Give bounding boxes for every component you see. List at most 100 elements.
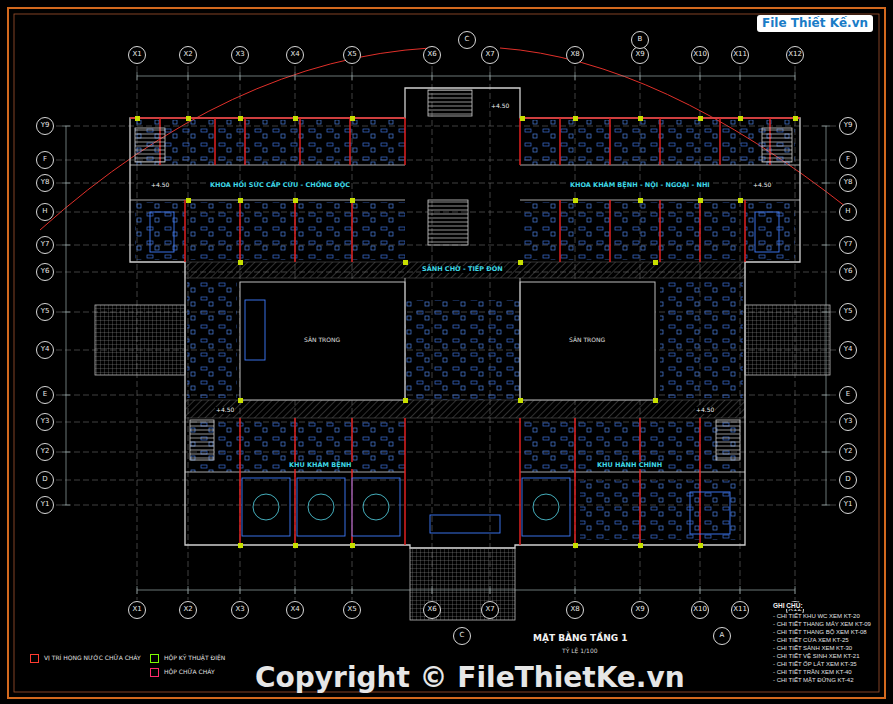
note-line: - CHI TIẾT TRẦN XEM KT-40 [772, 669, 853, 676]
courtyards [240, 282, 655, 400]
grid-bubble: X4 [286, 601, 304, 619]
note-line: - CHI TIẾT THANG MÁY XEM KT-09 [772, 621, 872, 628]
grid-bubble: Y6 [36, 263, 54, 281]
plan-drawing [137, 72, 795, 80]
plan-drawing [745, 202, 795, 260]
grid-bubble: X5 [343, 601, 361, 619]
grid-bubble: Y1 [839, 496, 857, 514]
grid-bubble: X7 [481, 601, 499, 619]
zone-label: KHU KHÁM BỆNH [288, 462, 353, 469]
grid-bubble: Y1 [36, 496, 54, 514]
grid-bubble: Y9 [839, 117, 857, 135]
section-marker: B [631, 31, 649, 49]
note-line: - CHI TIẾT KHU WC XEM KT-20 [772, 613, 861, 620]
zone-label: SẢNH CHỜ - TIẾP ĐÓN [421, 266, 504, 273]
red-walls [130, 118, 800, 545]
grid-bubble: E [839, 386, 857, 404]
zone-label: KHU HÀNH CHÍNH [596, 462, 663, 469]
sheet-frame [8, 8, 885, 698]
legend-swatch [150, 654, 159, 663]
plan-drawing [520, 202, 740, 260]
grid-bubble: H [839, 203, 857, 221]
plan-drawing [690, 492, 730, 534]
grid-bubble: X2 [179, 46, 197, 64]
plan-drawing [297, 478, 345, 536]
grid-bubble: X7 [481, 46, 499, 64]
grid-bubble: H [36, 203, 54, 221]
plan-drawing [62, 126, 70, 505]
site-logo: File Thiết Kế.vn [757, 15, 873, 32]
plan-drawing [240, 418, 700, 545]
plan-drawing [190, 202, 405, 260]
plan-drawing [135, 120, 405, 165]
grid-bubble: X3 [231, 46, 249, 64]
level-mark: +4.50 [695, 407, 715, 414]
corridors [185, 262, 745, 418]
notes-heading: GHI CHÚ: [772, 602, 804, 609]
section-marker: C [458, 31, 476, 49]
plan-drawing [56, 126, 836, 505]
legend-text: HỘP CHỮA CHÁY [164, 669, 215, 676]
level-mark: +4.50 [752, 182, 772, 189]
legend-text: HỘP KỸ THUẬT ĐIỆN [164, 655, 225, 662]
plan-drawing [185, 262, 745, 278]
grid-bubble: F [839, 151, 857, 169]
ramps [95, 305, 830, 620]
courtyard-label: SÂN TRONG [303, 337, 341, 344]
zone-label: KHOA HỒI SỨC CẤP CỨU - CHỐNG ĐỘC [209, 182, 351, 189]
plan-drawing [185, 400, 745, 418]
dimension-lines [62, 72, 830, 594]
grid-bubble: D [36, 471, 54, 489]
plan-drawing [150, 212, 174, 252]
plan-drawing [755, 212, 779, 252]
plan-drawing [745, 305, 830, 375]
grid-bubble: F [36, 151, 54, 169]
columns [135, 116, 798, 548]
grid-bubble: X6 [423, 601, 441, 619]
grid-bubble: X9 [631, 601, 649, 619]
courtyard-label: SÂN TRONG [568, 337, 606, 344]
grid-bubble: X2 [179, 601, 197, 619]
plan-drawing [135, 128, 165, 162]
watermark: Copyright © FileThietKe.vn [255, 663, 685, 694]
grid-bubble: Y5 [36, 303, 54, 321]
grid-bubble: X10 [691, 46, 709, 64]
grid-bubble: X6 [423, 46, 441, 64]
grid-bubble: Y3 [36, 413, 54, 431]
plan-drawing [428, 90, 472, 116]
grid-bubble: X11 [731, 46, 749, 64]
level-mark: +4.50 [490, 103, 510, 110]
plan-drawing [185, 200, 745, 262]
grid-bubble: Y5 [839, 303, 857, 321]
level-mark: +4.50 [215, 407, 235, 414]
room-furniture [135, 120, 795, 540]
grid-bubble: X1 [128, 601, 146, 619]
plan-drawing [533, 494, 559, 520]
plan-drawing [522, 478, 570, 536]
grid-bubble: Y2 [839, 443, 857, 461]
note-line: - CHI TIẾT SẢNH XEM KT-30 [772, 645, 853, 652]
plan-drawing [308, 494, 334, 520]
grid-bubble: X10 [691, 601, 709, 619]
note-line: - CHI TIẾT CỬA XEM KT-25 [772, 637, 850, 644]
stairs [135, 90, 792, 460]
grid-bubble: Y4 [839, 341, 857, 359]
plan-drawing [242, 478, 290, 536]
plan-drawing [363, 494, 389, 520]
plan-drawing [580, 480, 740, 540]
plan-drawing [410, 548, 515, 620]
plan-drawing [95, 305, 185, 375]
note-line: - CHI TIẾT VỆ SINH XEM KT-21 [772, 653, 860, 660]
grid-bubble: Y7 [839, 236, 857, 254]
note-line: - CHI TIẾT THANG BỘ XEM KT-08 [772, 629, 868, 636]
plan-drawing [520, 282, 655, 400]
plan-drawing [520, 120, 795, 165]
plan-drawing [190, 420, 405, 472]
plan-drawing [660, 280, 743, 398]
grid-bubble: Y7 [36, 236, 54, 254]
plan-drawing [762, 128, 792, 162]
plan-drawing [428, 200, 468, 245]
grid-bubble: X3 [231, 601, 249, 619]
note-line: - CHI TIẾT ỐP LÁT XEM KT-35 [772, 661, 858, 668]
